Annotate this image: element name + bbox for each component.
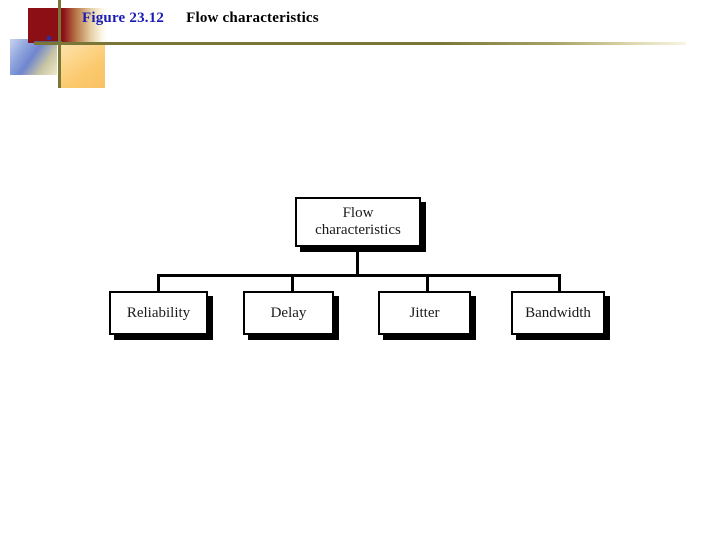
node-reliability-label: Reliability [126,304,191,321]
node-delay-label: Delay [270,304,307,321]
connector-drop-jitter [426,274,429,292]
node-jitter-label: Jitter [409,304,440,321]
ornament-blue-dot [47,36,51,40]
connector-drop-delay [291,274,294,292]
ornament-red-fade-band [63,8,107,43]
node-reliability: Reliability [109,291,208,335]
node-bandwidth: Bandwidth [511,291,605,335]
figure-caption: Flow characteristics [186,10,319,26]
connector-root-stem [356,247,359,276]
node-root-label-line2: characteristics [315,222,401,238]
connector-horizontal-bus [157,274,561,277]
node-root-label-line1: Flow [342,205,374,222]
node-delay: Delay [243,291,334,335]
node-jitter: Jitter [378,291,471,335]
node-bandwidth-label: Bandwidth [525,304,591,321]
ornament-red-square [28,8,63,43]
node-flow-characteristics: Flow characteristics [295,197,421,247]
node-root-label: Flow characteristics [315,205,401,239]
connector-drop-reliability [157,274,160,292]
ornament-orange-square [58,41,105,88]
page-title: Figure 23.12 Flow characteristics [82,10,319,27]
header-horizontal-rule [34,42,686,45]
header-vertical-rule [58,0,61,88]
ornament-blue-square [10,39,57,75]
connector-drop-bandwidth [558,274,561,292]
figure-number: Figure 23.12 [82,10,165,26]
